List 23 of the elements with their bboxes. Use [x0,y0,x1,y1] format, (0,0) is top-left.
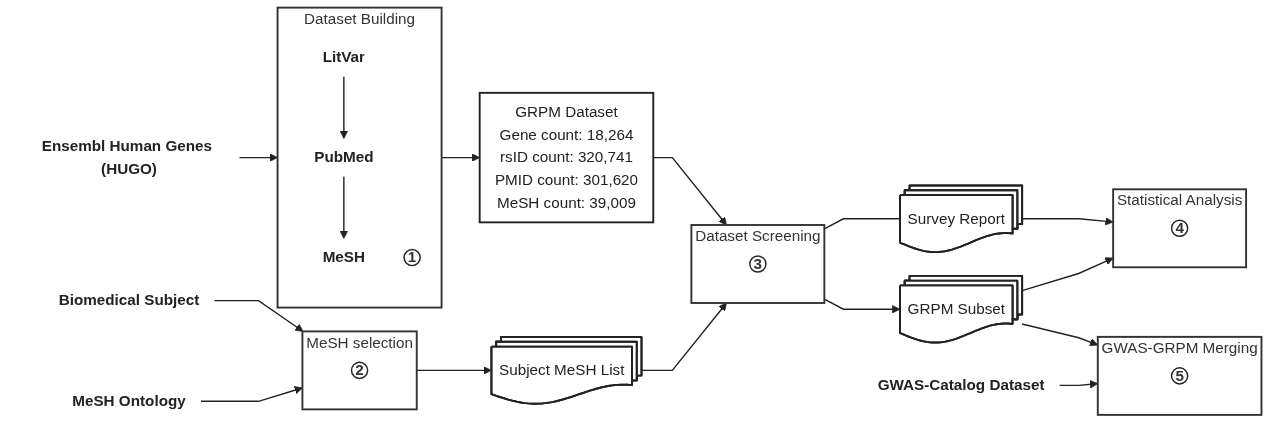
node-text: MeSH [322,249,366,266]
arrow [1021,217,1114,226]
node-text: Biomedical Subject [58,292,200,309]
node-text: PubMed [314,149,374,166]
node-circle: 2 [350,361,369,380]
arrow [238,153,278,162]
node-text: MeSH Ontology [72,392,186,409]
arrow [416,366,492,375]
node-circle: 3 [749,255,767,273]
arrow [339,75,349,139]
arrow [200,386,303,403]
node-circle: 4 [1170,219,1189,238]
arrow [213,299,304,332]
node-circle: 1 [403,248,421,267]
node-box: GRPM Dataset Gene count: 18,264 rsID count: 320,741 PMID count: 301,620 MeSH count: 39,009 [478,91,655,224]
node-circle: 5 [1170,367,1189,385]
node-text: GWAS-Catalog Dataset [877,376,1045,394]
arrow [339,175,349,239]
arrow [1021,257,1114,292]
node-text: LitVar [322,49,366,66]
arrow [823,298,901,314]
arrow [640,302,727,372]
node-text: Ensembl Human Genes (HUGO) [41,137,212,177]
